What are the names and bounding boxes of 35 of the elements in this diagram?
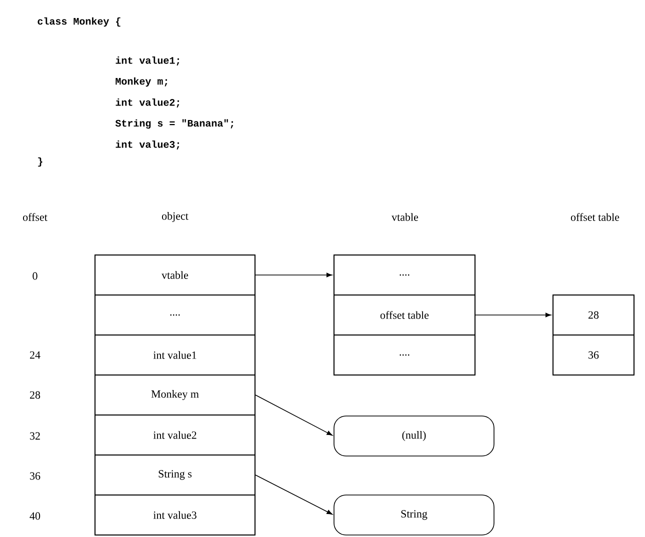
table-cell: .... [334,334,476,376]
column-header: vtable [392,213,418,221]
arrow [255,474,332,515]
arrow [255,272,332,278]
offset-number: 36 [30,472,40,480]
code-line: class Monkey { [38,17,120,27]
code-line: String s = "Banana"; [115,119,234,129]
offset-number: 24 [30,351,40,359]
code-line: int value3; [116,140,180,150]
column-header: object [162,212,188,222]
rounded-box: (null) [334,416,494,456]
code-line: Monkey m; [116,77,168,87]
table-cell: .... [94,294,256,336]
offset-number: 28 [30,391,40,399]
offset-number: 0 [32,272,38,280]
table-cell: offset table [334,294,476,336]
code-line: int value2; [116,98,180,108]
table-cell: .... [334,254,476,296]
rounded-box: String [334,494,494,536]
table-cell: 28 [552,294,634,336]
table-cell: vtable [94,254,256,296]
code-line: } [38,157,42,167]
table-cell: String s [94,454,256,496]
offset-number: 32 [30,432,40,440]
column-header: offset table [570,213,620,221]
offset-number: 40 [30,512,40,520]
code-line: int value1; [116,56,180,66]
table-cell: 36 [552,334,634,376]
table-cell: Monkey m [94,374,256,416]
table-cell: int value1 [94,334,256,376]
table-cell: int value3 [94,494,256,536]
arrow [255,394,332,436]
column-header: offset [23,213,48,221]
table-cell: int value2 [94,414,256,456]
arrow [475,312,552,318]
